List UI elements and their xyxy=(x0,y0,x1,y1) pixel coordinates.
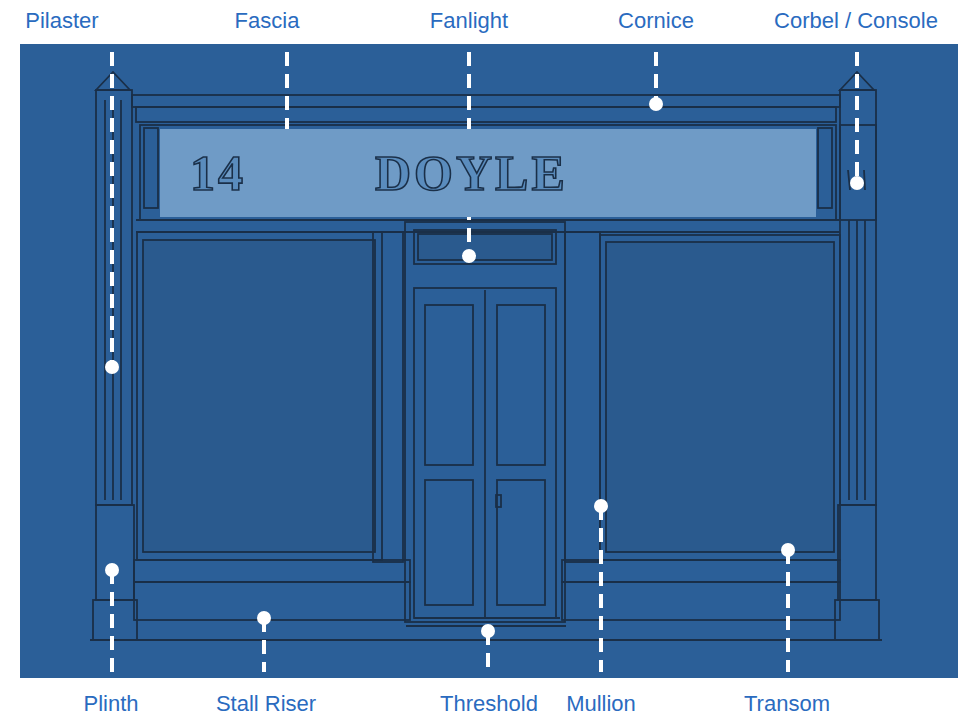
leader-lines xyxy=(112,52,857,672)
part-label: Transom xyxy=(744,693,830,715)
fascia-sign: 14 DOYLE xyxy=(160,129,816,217)
part-label: Mullion xyxy=(566,693,636,715)
sign-lettering: DOYLE xyxy=(375,148,568,198)
part-label: Stall Riser xyxy=(216,693,316,715)
sign-lettering: 14 xyxy=(190,148,246,198)
part-label: Fanlight xyxy=(430,10,508,32)
part-label: Fascia xyxy=(235,10,300,32)
part-label: Pilaster xyxy=(25,10,98,32)
part-label: Corbel / Console xyxy=(774,10,938,32)
part-label: Plinth xyxy=(83,693,138,715)
part-label: Cornice xyxy=(618,10,694,32)
part-label: Threshold xyxy=(440,693,538,715)
background-panel xyxy=(20,44,958,678)
shopfront-drawing xyxy=(90,72,882,640)
leader-dots xyxy=(105,97,864,638)
